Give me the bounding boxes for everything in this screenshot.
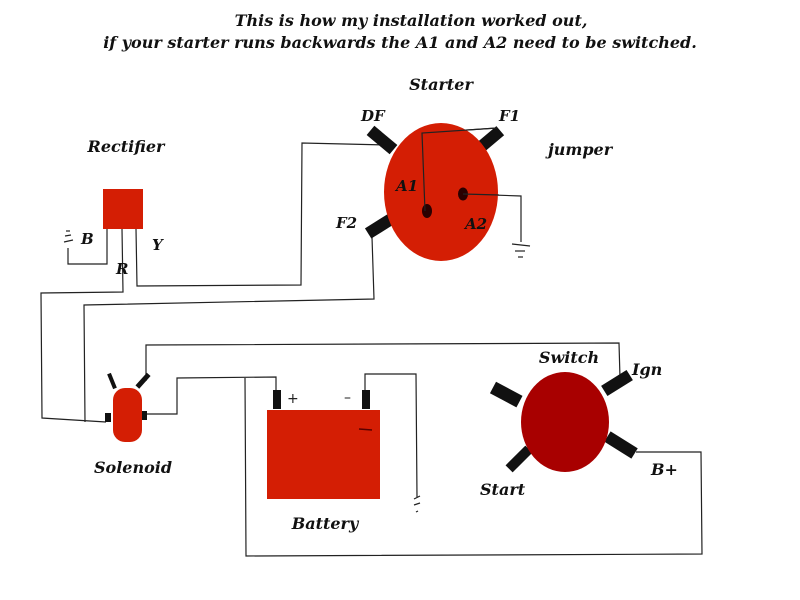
battery-label: Battery <box>291 514 360 533</box>
label-rectifier-r: R <box>115 260 128 278</box>
battery-terminal-positive[interactable] <box>273 390 281 409</box>
label-a1: A1 <box>394 177 418 195</box>
starter-label: Starter <box>409 75 474 94</box>
starter-body <box>384 123 498 261</box>
solenoid[interactable] <box>105 372 151 442</box>
ground-symbol-a2 <box>511 243 531 258</box>
starter[interactable] <box>364 123 505 261</box>
label-start: Start <box>480 480 526 499</box>
battery-terminal-negative[interactable] <box>362 390 370 409</box>
wire-f2-to-solenoid <box>83 236 375 423</box>
solenoid-terminal-top-left[interactable] <box>107 372 117 390</box>
label-ign: Ign <box>631 360 662 379</box>
ground-symbol-battery <box>413 495 421 513</box>
label-f2: F2 <box>335 214 357 232</box>
starter-terminal-f2[interactable] <box>364 213 396 239</box>
starter-terminal-a1[interactable] <box>422 204 432 218</box>
switch-body <box>521 372 609 472</box>
ground-symbol-rectifier <box>63 230 74 243</box>
wire-battery-plus-to-switch-bplus <box>244 377 703 557</box>
battery[interactable] <box>267 390 380 499</box>
switch-terminal-bplus[interactable] <box>604 431 638 459</box>
title-line-2: if your starter runs backwards the A1 an… <box>103 33 697 52</box>
solenoid-terminal-right[interactable] <box>141 411 147 420</box>
title-line-1: This is how my installation worked out, <box>235 11 588 30</box>
battery-plus-sign: + <box>287 391 299 407</box>
switch-terminal-left[interactable] <box>489 381 523 408</box>
label-bplus: B+ <box>650 460 678 479</box>
solenoid-terminal-top-right[interactable] <box>135 372 151 389</box>
wire-solenoid-to-switch-ign <box>145 342 621 381</box>
wires <box>40 127 703 557</box>
battery-body <box>267 410 380 499</box>
label-rectifier-b: B <box>80 230 94 248</box>
battery-minus-mark <box>358 428 373 431</box>
a2-wire-overlay <box>462 193 500 196</box>
wire-df-to-rectifier-y <box>135 142 387 287</box>
ignition-switch[interactable] <box>489 369 638 473</box>
wire-rectifier-b-ground <box>67 229 108 265</box>
label-df: DF <box>360 107 386 125</box>
jumper-label: jumper <box>545 140 614 159</box>
solenoid-label: Solenoid <box>94 458 172 477</box>
wire-solenoid-to-battery-plus <box>146 376 277 415</box>
wire-rectifier-r-to-solenoid <box>40 228 124 423</box>
switch-terminal-start[interactable] <box>505 445 533 473</box>
rectifier-body[interactable] <box>103 189 143 229</box>
label-f1: F1 <box>498 107 520 125</box>
label-rectifier-y: Y <box>152 236 164 254</box>
starter-terminal-df[interactable] <box>366 125 398 155</box>
label-a2: A2 <box>463 215 487 233</box>
jumper-wire-overlay <box>421 127 498 212</box>
rectifier-label: Rectifier <box>87 137 167 156</box>
battery-minus-sign: – <box>344 390 351 406</box>
solenoid-body <box>113 388 142 442</box>
switch-label: Switch <box>539 348 599 367</box>
wire-battery-minus-ground <box>364 373 418 498</box>
switch-terminal-ign[interactable] <box>601 369 633 397</box>
solenoid-terminal-left[interactable] <box>105 413 111 422</box>
